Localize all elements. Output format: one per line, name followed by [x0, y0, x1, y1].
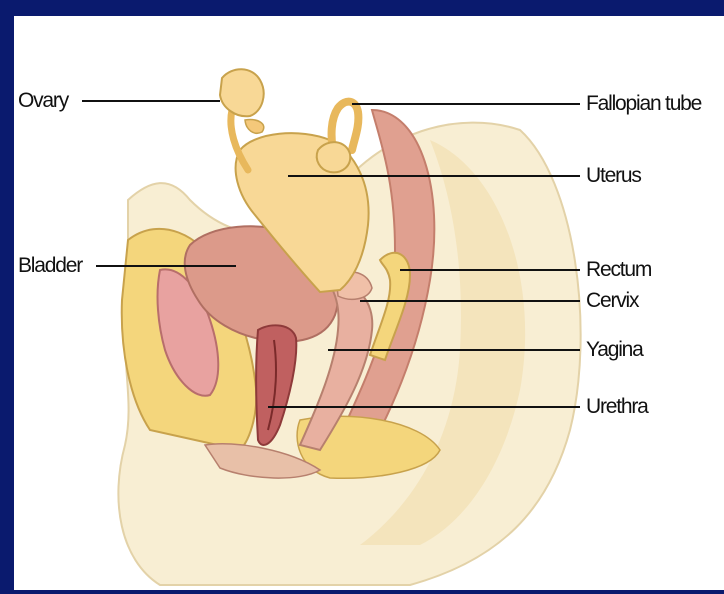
label-bladder: Bladder	[18, 255, 82, 277]
label-fallopian-tube: Fallopian tube	[586, 93, 701, 115]
ovary-left	[220, 69, 264, 116]
ovary-left-fimbriae	[245, 120, 264, 134]
label-cervix: Cervix	[586, 290, 638, 312]
ovary-right	[317, 142, 351, 172]
label-vagina: Yagina	[586, 339, 643, 361]
diagram-panel: Ovary Fallopian tube Uterus Bladder Rect…	[14, 16, 724, 590]
label-uterus: Uterus	[586, 165, 641, 187]
label-rectum: Rectum	[586, 259, 651, 281]
label-ovary: Ovary	[18, 90, 68, 112]
label-urethra: Urethra	[586, 396, 648, 418]
